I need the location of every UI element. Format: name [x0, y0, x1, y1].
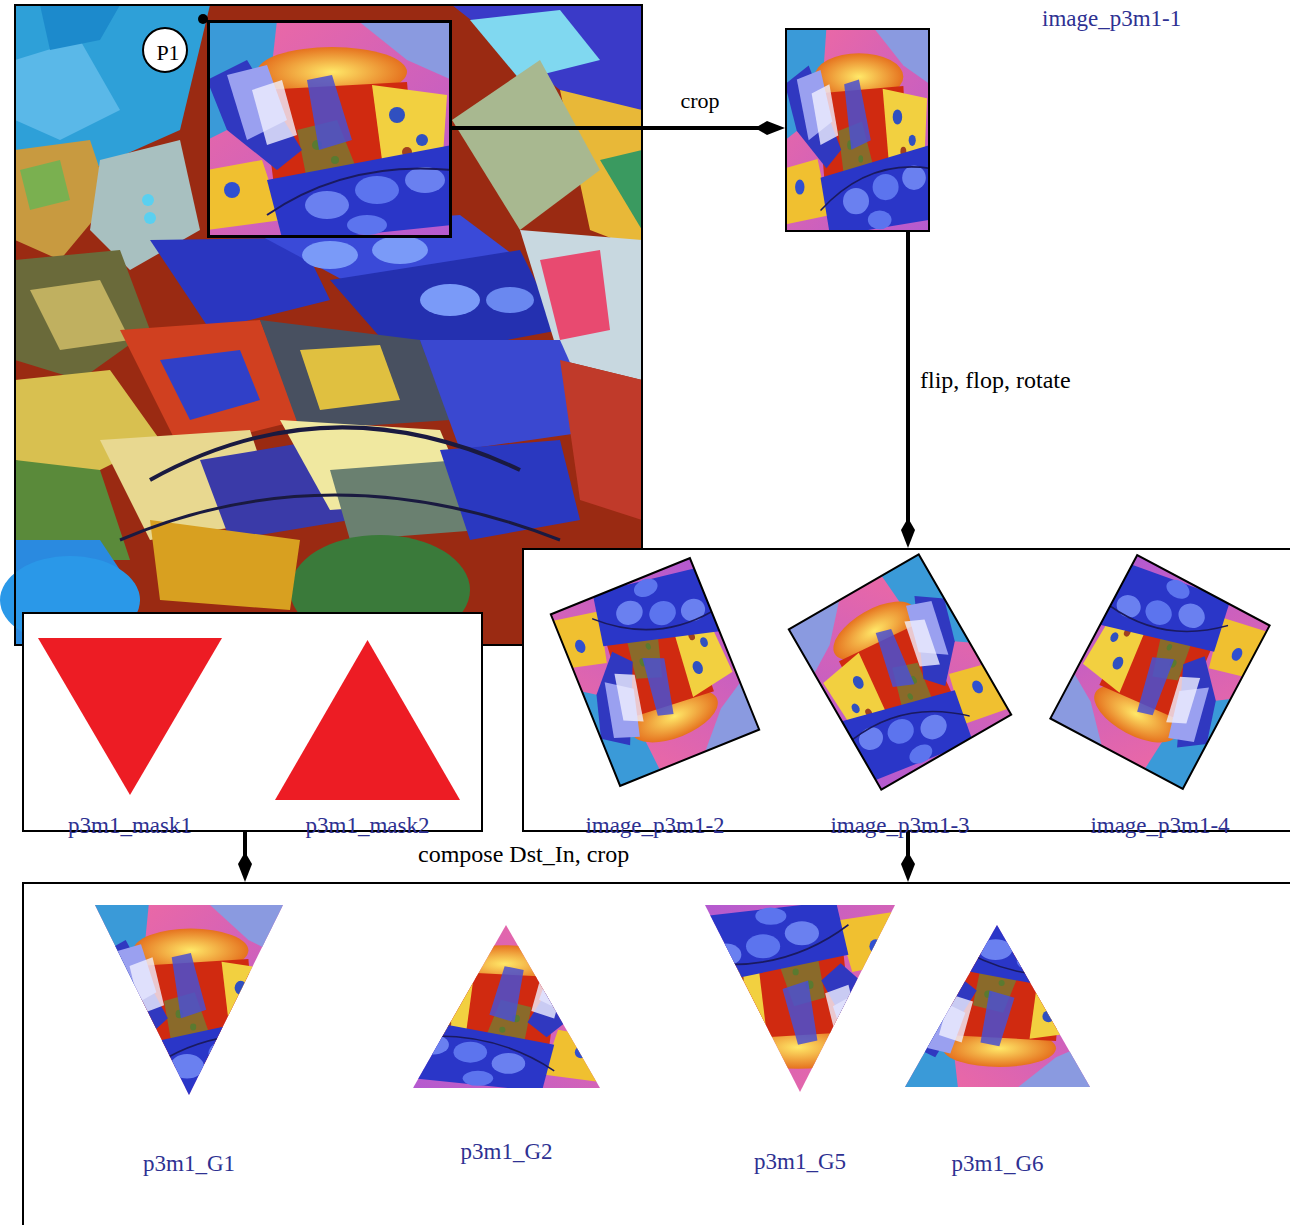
drawing-part: [522, 548, 1290, 832]
rotated-image: image_p3m1-2: [544, 555, 766, 790]
drawing-part: [789, 554, 1011, 789]
drawing-part: [420, 284, 480, 316]
drawing-part: [95, 905, 283, 1095]
drawing-part: [15, 250, 150, 380]
drawing-part: [551, 558, 759, 786]
edge-label: crop: [680, 88, 719, 114]
image-label: p3m1_mask1: [68, 812, 192, 840]
drawing-part: [15, 40, 120, 140]
drawing-part: [789, 554, 1011, 789]
result-box: p3m1_G1p3m1_G2p3m1_G5p3m1_G6: [22, 882, 1290, 1225]
drawing-part: [260, 320, 450, 430]
drawing-part: [705, 905, 895, 1092]
thumbnail-image: image_p3m1-1: [785, 28, 930, 232]
drawing-part: [120, 495, 560, 540]
edge-label: flip, flop, rotate: [920, 366, 1071, 395]
drawing-part: [486, 287, 534, 313]
mask-box: p3m1_mask1 p3m1_mask2: [22, 612, 483, 832]
drawing-part: [540, 250, 610, 340]
crop-frame: P1: [207, 20, 452, 238]
drawing-part: [413, 925, 600, 1088]
flow-arrow: [452, 126, 775, 130]
rotated-copies: [551, 554, 1270, 789]
drawing-part: [1050, 555, 1269, 789]
drawing-part: [372, 236, 428, 264]
drawing-part: [551, 558, 759, 786]
drawing-part: [144, 212, 156, 224]
box-grounds: [22, 548, 1290, 1225]
point-marker: [143, 14, 208, 72]
drawing-part: [551, 558, 759, 786]
note-label: compose Dst_In, crop: [418, 840, 629, 869]
drawing-part: [413, 925, 600, 1088]
drawing-part: [30, 280, 130, 350]
drawing-part: [160, 350, 260, 420]
rotated-image: image_p3m1-4: [1049, 555, 1271, 790]
drawing-part: [440, 440, 580, 540]
drawing-part: [452, 60, 600, 230]
mask-triangle-fill: [38, 638, 222, 795]
drawing-part: [789, 554, 1011, 789]
image-label: p3m1_G5: [754, 1148, 846, 1176]
flow-arrow: [243, 832, 247, 872]
drawing-part: [1050, 555, 1269, 789]
point-label: P1: [148, 40, 188, 66]
drawing-part: [150, 520, 300, 610]
image-label: image_p3m1-2: [585, 812, 724, 840]
mask-triangle: p3m1_mask1: [38, 638, 222, 795]
drawing-part: [143, 28, 187, 72]
mask-triangle: p3m1_mask2: [275, 640, 460, 800]
drawing-part: [705, 905, 895, 1092]
image-label: image_p3m1-4: [1090, 812, 1229, 840]
mask-triangle-fill: [275, 640, 460, 800]
image-label: p3m1_G6: [952, 1150, 1044, 1178]
drawing-part: [95, 905, 283, 1095]
result-tile: p3m1_G2: [413, 925, 600, 1088]
flow-arrow: [906, 232, 910, 538]
image-label: p3m1_mask2: [306, 812, 430, 840]
drawing-part: [302, 241, 358, 269]
rotated-image: image_p3m1-3: [789, 555, 1011, 790]
drawing-part: [142, 194, 154, 206]
image-label: image_p3m1-3: [830, 812, 969, 840]
drawing-part: [22, 882, 1290, 1225]
masked-tiles: [95, 905, 1090, 1095]
result-tile: p3m1_G6: [905, 925, 1090, 1087]
drawing-part: [40, 5, 120, 50]
drawing-part: [1050, 555, 1269, 789]
cropped-thumbnail: [785, 28, 930, 232]
drawing-part: [207, 20, 452, 238]
drawing-part: [785, 28, 930, 232]
drawing-part: [22, 612, 483, 832]
drawing-part: [789, 554, 1011, 789]
drawing-part: [551, 558, 759, 786]
drawing-part: [600, 150, 642, 230]
drawing-part: [20, 160, 70, 210]
mask-shape: [275, 640, 460, 800]
drawing-part: [150, 427, 520, 480]
result-tile: p3m1_G5: [705, 905, 895, 1092]
drawing-part: [1050, 555, 1269, 789]
process-box: image_p3m1-2image_p3m1-3image_p3m1-4: [522, 548, 1290, 832]
drawing-part: [905, 925, 1090, 1087]
drawing-part: [300, 345, 400, 410]
image-label: image_p3m1-1: [1042, 5, 1181, 33]
drawing-part: [905, 925, 1090, 1087]
mask-shape: [38, 638, 222, 795]
image-label: p3m1_G2: [461, 1138, 553, 1166]
image-label: p3m1_G1: [143, 1150, 235, 1178]
result-tile: p3m1_G1: [95, 905, 283, 1095]
